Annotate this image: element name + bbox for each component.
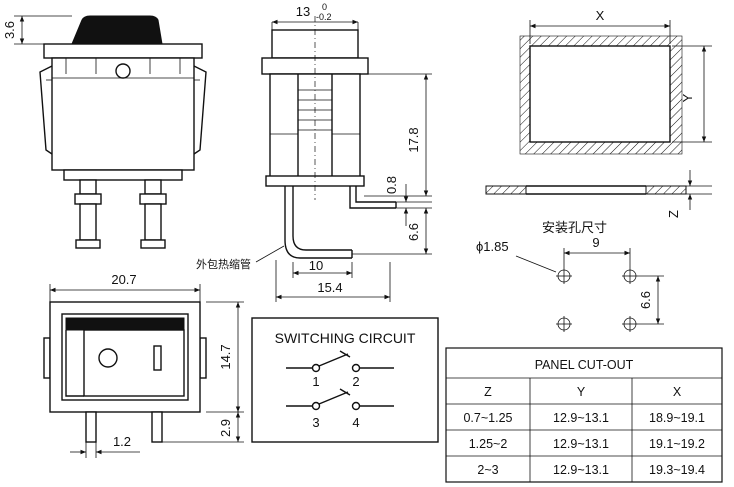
- table-cell: 12.9~13.1: [553, 463, 609, 477]
- table-row: 1.25~2 12.9~13.1 19.1~19.2: [469, 437, 705, 451]
- dim-cap-height: 3.6: [2, 21, 17, 39]
- panel-cutout-table: PANEL CUT-OUT Z Y X 0.7~1.25 12.9~13.1 1…: [445, 347, 723, 483]
- table-cell: 12.9~13.1: [553, 411, 609, 425]
- tol-lower: -0.2: [316, 12, 332, 22]
- table-row: 2~3 12.9~13.1 19.3~19.4: [477, 463, 705, 477]
- mounting-holes-view: 安装孔尺寸 ϕ1.85 9 6.6: [476, 220, 664, 332]
- terminal-2: 2: [352, 374, 359, 389]
- dim-pin-length: 6.6: [406, 223, 421, 241]
- table-cell: 18.9~19.1: [649, 411, 705, 425]
- front-view: 13 0 -0.2 17.8 0.8 6.6 10 15.4 外包热缩管: [196, 2, 432, 302]
- table-cell: 12.9~13.1: [553, 437, 609, 451]
- terminal-4: 4: [352, 415, 359, 430]
- table-header-y: Y: [577, 385, 586, 399]
- panel-cutout-view: X Y Z: [485, 8, 712, 218]
- table-cell: 19.3~19.4: [649, 463, 705, 477]
- hole-marks: [556, 268, 638, 332]
- bottom-plate: [63, 169, 183, 181]
- table-cell: 0.7~1.25: [463, 411, 512, 425]
- rocker-cap: [71, 15, 163, 45]
- side-view: 3.6: [2, 15, 207, 249]
- table-cell: 1.25~2: [469, 437, 508, 451]
- cutout-y-label: Y: [680, 93, 695, 102]
- pivot-hole: [115, 63, 131, 79]
- circuit-box: [251, 317, 439, 443]
- hole-diameter: ϕ1.85: [476, 239, 509, 254]
- terminal-3: 3: [312, 415, 319, 430]
- panel-section: [485, 185, 687, 195]
- table-cell: 19.1~19.2: [649, 437, 705, 451]
- on-symbol: [153, 345, 162, 371]
- cutout-opening: [529, 45, 671, 143]
- panel-z-label: Z: [666, 210, 681, 218]
- right-latch: [193, 65, 207, 155]
- dim-top-height: 14.7: [218, 344, 233, 369]
- hole-v-spacing: 6.6: [638, 291, 653, 309]
- table-header-z: Z: [484, 385, 492, 399]
- off-symbol: [98, 348, 118, 368]
- table-cell: 2~3: [477, 463, 498, 477]
- table-header-x: X: [673, 385, 682, 399]
- dim-pin-span: 15.4: [317, 280, 342, 295]
- sleeve-label: 外包热缩管: [196, 257, 251, 271]
- cutout-x-label: X: [596, 8, 605, 23]
- tol-upper: 0: [322, 2, 327, 12]
- dim-pin-protrusion: 2.9: [218, 419, 233, 437]
- hole-h-spacing: 9: [592, 235, 599, 250]
- left-latch: [39, 65, 53, 155]
- terminal-1: 1: [312, 374, 319, 389]
- table-title: PANEL CUT-OUT: [535, 358, 634, 372]
- dim-height: 17.8: [406, 127, 421, 152]
- dim-top-width: 20.7: [111, 272, 136, 287]
- switching-circuit: SWITCHING CIRCUIT 1 2 3 4: [251, 317, 439, 443]
- rocker-shadow: [65, 317, 185, 331]
- dim-pin-gap: 10: [309, 258, 323, 273]
- mounting-holes-title: 安装孔尺寸: [542, 220, 607, 235]
- dim-width: 13: [296, 4, 310, 19]
- circuit-title: SWITCHING CIRCUIT: [275, 330, 416, 346]
- dim-pin-thickness: 0.8: [384, 176, 399, 194]
- top-view: 20.7 14.7 2.9 1.2: [43, 272, 244, 458]
- dim-pin-width: 1.2: [113, 434, 131, 449]
- flange: [43, 43, 203, 59]
- table-row: 0.7~1.25 12.9~13.1 18.9~19.1: [463, 411, 705, 425]
